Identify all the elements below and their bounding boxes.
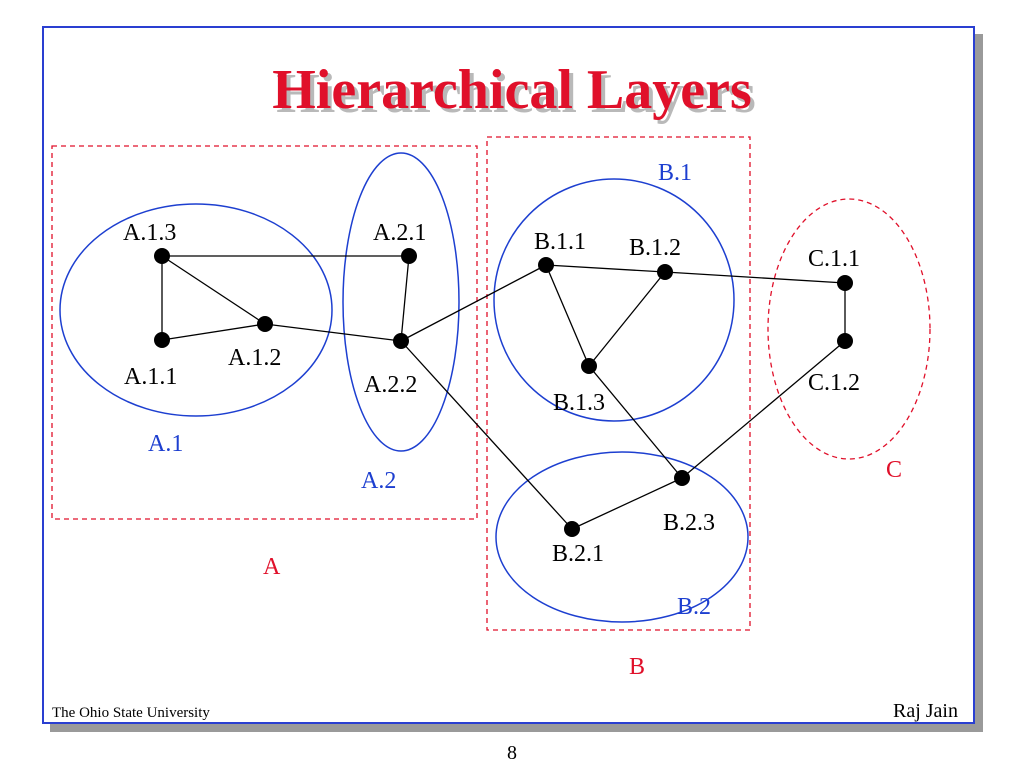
group-a1-ellipse bbox=[59, 203, 333, 417]
edge-b12-b13 bbox=[588, 271, 666, 367]
node-b12 bbox=[657, 264, 673, 280]
label-region-c: C bbox=[886, 457, 902, 483]
label-a11: A.1.1 bbox=[124, 364, 177, 390]
region-a-box bbox=[51, 145, 478, 520]
label-b23: B.2.3 bbox=[663, 510, 715, 536]
node-a12 bbox=[257, 316, 273, 332]
edge-a22-b11 bbox=[400, 264, 547, 342]
node-a11 bbox=[154, 332, 170, 348]
edge-b23-c12 bbox=[681, 340, 846, 479]
page-number: 8 bbox=[507, 742, 517, 764]
region-c-ellipse bbox=[767, 198, 931, 460]
label-group-b1: B.1 bbox=[658, 160, 692, 186]
label-group-a1: A.1 bbox=[148, 431, 183, 457]
group-b1-ellipse bbox=[493, 178, 735, 422]
node-a13 bbox=[154, 248, 170, 264]
node-b21 bbox=[564, 521, 580, 537]
group-b2-ellipse bbox=[495, 451, 749, 623]
slide-frame bbox=[42, 26, 975, 724]
label-b13: B.1.3 bbox=[553, 390, 605, 416]
edge-b21-b23 bbox=[571, 477, 683, 530]
label-region-a: A bbox=[263, 554, 281, 580]
label-a12: A.1.2 bbox=[228, 345, 281, 371]
label-b12: B.1.2 bbox=[629, 235, 681, 261]
label-b11: B.1.1 bbox=[534, 229, 586, 255]
edge-b13-b23 bbox=[588, 365, 683, 479]
node-b23 bbox=[674, 470, 690, 486]
node-c11 bbox=[837, 275, 853, 291]
footer-institution: The Ohio State University bbox=[52, 705, 210, 721]
node-c12 bbox=[837, 333, 853, 349]
label-group-b2: B.2 bbox=[677, 594, 711, 620]
edge-a12-a22 bbox=[264, 323, 402, 342]
label-c11: C.1.1 bbox=[808, 246, 860, 272]
edge-a22-b21 bbox=[400, 340, 573, 530]
page-title: Hierarchical Layers bbox=[272, 59, 752, 121]
edge-b11-b13 bbox=[545, 264, 590, 367]
edge-b11-b12 bbox=[545, 264, 666, 273]
label-group-a2: A.2 bbox=[361, 468, 396, 494]
label-c12: C.1.2 bbox=[808, 370, 860, 396]
label-b21: B.2.1 bbox=[552, 541, 604, 567]
node-a21 bbox=[401, 248, 417, 264]
edge-a21-a22 bbox=[400, 255, 410, 342]
footer-author: Raj Jain bbox=[893, 700, 958, 722]
edge-b12-c11 bbox=[664, 271, 846, 284]
edge-a13-a12 bbox=[161, 255, 266, 325]
label-a13: A.1.3 bbox=[123, 220, 176, 246]
node-a22 bbox=[393, 333, 409, 349]
edge-a11-a12 bbox=[161, 323, 266, 341]
label-a22: A.2.2 bbox=[364, 372, 417, 398]
group-a2-ellipse bbox=[342, 152, 460, 452]
node-b13 bbox=[581, 358, 597, 374]
node-b11 bbox=[538, 257, 554, 273]
label-region-b: B bbox=[629, 654, 645, 680]
label-a21: A.2.1 bbox=[373, 220, 426, 246]
